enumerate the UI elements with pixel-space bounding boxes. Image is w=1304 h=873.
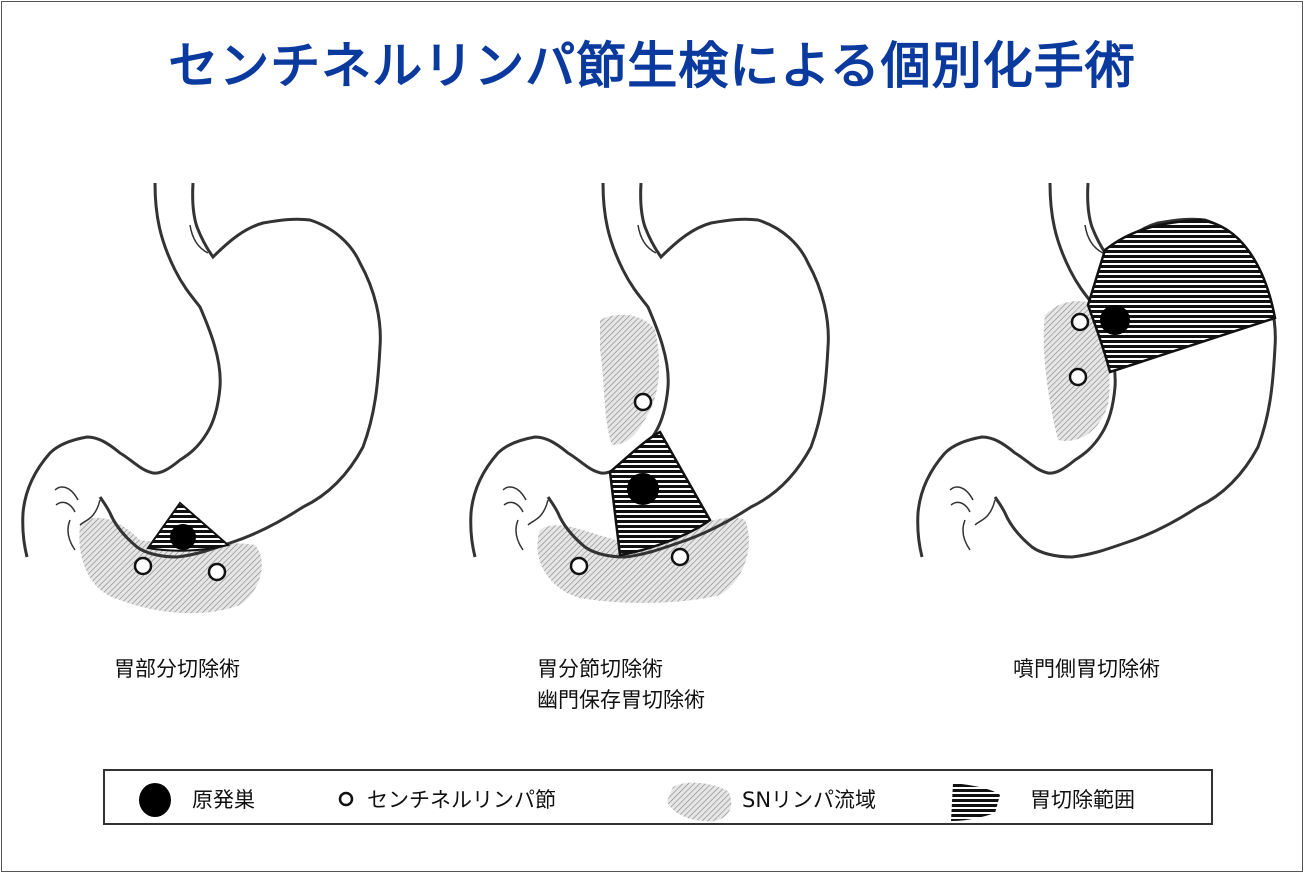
sn-basin-area (600, 314, 660, 445)
sn-basin-area (79, 517, 262, 614)
caption-partial-gastrectomy: 胃部分切除術 (114, 657, 240, 681)
caption-segmental-gastrectomy: 胃分節切除術 (537, 657, 663, 681)
legend-sentinel-node-label: センチネルリンパ節 (367, 788, 556, 812)
resection-legend-icon (951, 783, 1000, 821)
diagram-segmental-gastrectomy (469, 181, 830, 603)
caption-pylorus-preserving-gastrectomy: 幽門保存胃切除術 (537, 688, 705, 712)
sentinel-node-marker (633, 392, 653, 412)
sentinel-node-marker (133, 556, 153, 576)
sentinel-node-marker (670, 547, 690, 567)
sn-basin-area (537, 517, 749, 603)
sentinel-node-marker (569, 556, 589, 576)
primary-tumor-marker (1100, 305, 1130, 335)
sentinel-node-marker (1068, 367, 1088, 387)
legend: 原発巣 センチネルリンパ節 SNリンパ流域 胃切除範囲 (103, 769, 1213, 825)
sentinel-node-legend-icon (338, 791, 354, 807)
diagram-partial-gastrectomy (21, 181, 382, 614)
resection-area (1086, 218, 1277, 374)
legend-primary-tumor-label: 原発巣 (192, 788, 255, 812)
sentinel-node-marker (207, 562, 227, 582)
legend-sn-basin-label: SNリンパ流域 (742, 788, 877, 812)
sentinel-node-marker (1070, 312, 1090, 332)
slide-title: センチネルリンパ節生検による個別化手術 (168, 37, 1136, 95)
primary-tumor-marker (170, 524, 196, 550)
legend-resection-area-label: 胃切除範囲 (1030, 788, 1135, 812)
primary-tumor-legend-icon (139, 783, 171, 817)
caption-proximal-gastrectomy: 噴門側胃切除術 (1013, 657, 1160, 681)
stomach-outline (21, 181, 382, 559)
primary-tumor-marker (627, 473, 659, 505)
legend-symbols (139, 782, 1000, 822)
diagram-proximal-gastrectomy (916, 181, 1277, 559)
resection-area (608, 430, 712, 557)
sn-basin-legend-icon (667, 782, 732, 822)
